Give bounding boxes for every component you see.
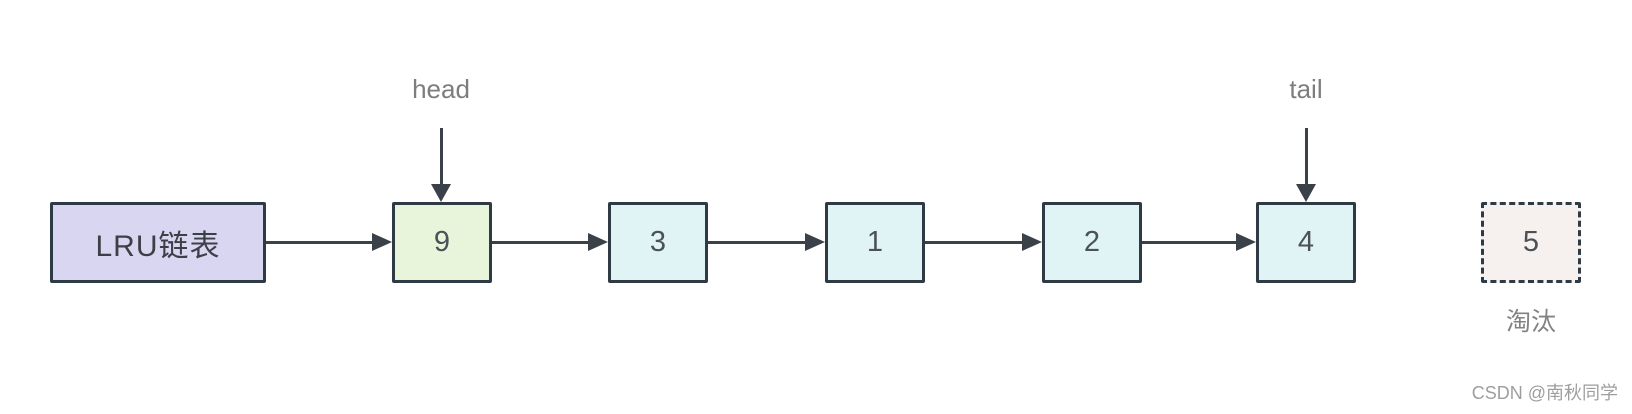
arrowhead-icon — [372, 233, 392, 251]
list-node-value: 1 — [866, 226, 884, 258]
list-node-1: 1 — [825, 202, 925, 283]
list-node-value: 2 — [1083, 226, 1101, 258]
tail-pointer-arrow-line — [1305, 128, 1308, 186]
tail-pointer-arrowhead-icon — [1296, 184, 1316, 202]
csdn-watermark: CSDN @南秋同学 — [1471, 383, 1618, 403]
list-node-value: 9 — [433, 226, 451, 258]
arrowhead-icon — [1236, 233, 1256, 251]
lru-list-label: LRU链表 — [95, 229, 221, 263]
list-node-value: 4 — [1297, 226, 1315, 258]
arrowhead-icon — [588, 233, 608, 251]
evicted-node-value: 5 — [1522, 226, 1540, 258]
evicted-caption: 淘汰 — [1505, 308, 1556, 336]
tail-pointer-label: tail — [1289, 74, 1323, 104]
arrow-line — [925, 240, 1022, 244]
head-pointer-label: head — [412, 74, 470, 104]
list-node-2: 2 — [1042, 202, 1142, 283]
list-node-3: 3 — [608, 202, 708, 283]
arrow-line — [266, 240, 372, 244]
lru-list-label-box: LRU链表 — [50, 202, 266, 283]
head-pointer-arrowhead-icon — [431, 184, 451, 202]
list-node-4: 4 — [1256, 202, 1356, 283]
arrow-line — [492, 240, 588, 244]
list-node-value: 3 — [649, 226, 667, 258]
head-pointer-arrow-line — [440, 128, 443, 186]
evicted-node-5: 5 — [1481, 202, 1581, 283]
arrowhead-icon — [1022, 233, 1042, 251]
list-node-9: 9 — [392, 202, 492, 283]
arrow-line — [1142, 240, 1236, 244]
arrow-line — [708, 240, 805, 244]
arrowhead-icon — [805, 233, 825, 251]
